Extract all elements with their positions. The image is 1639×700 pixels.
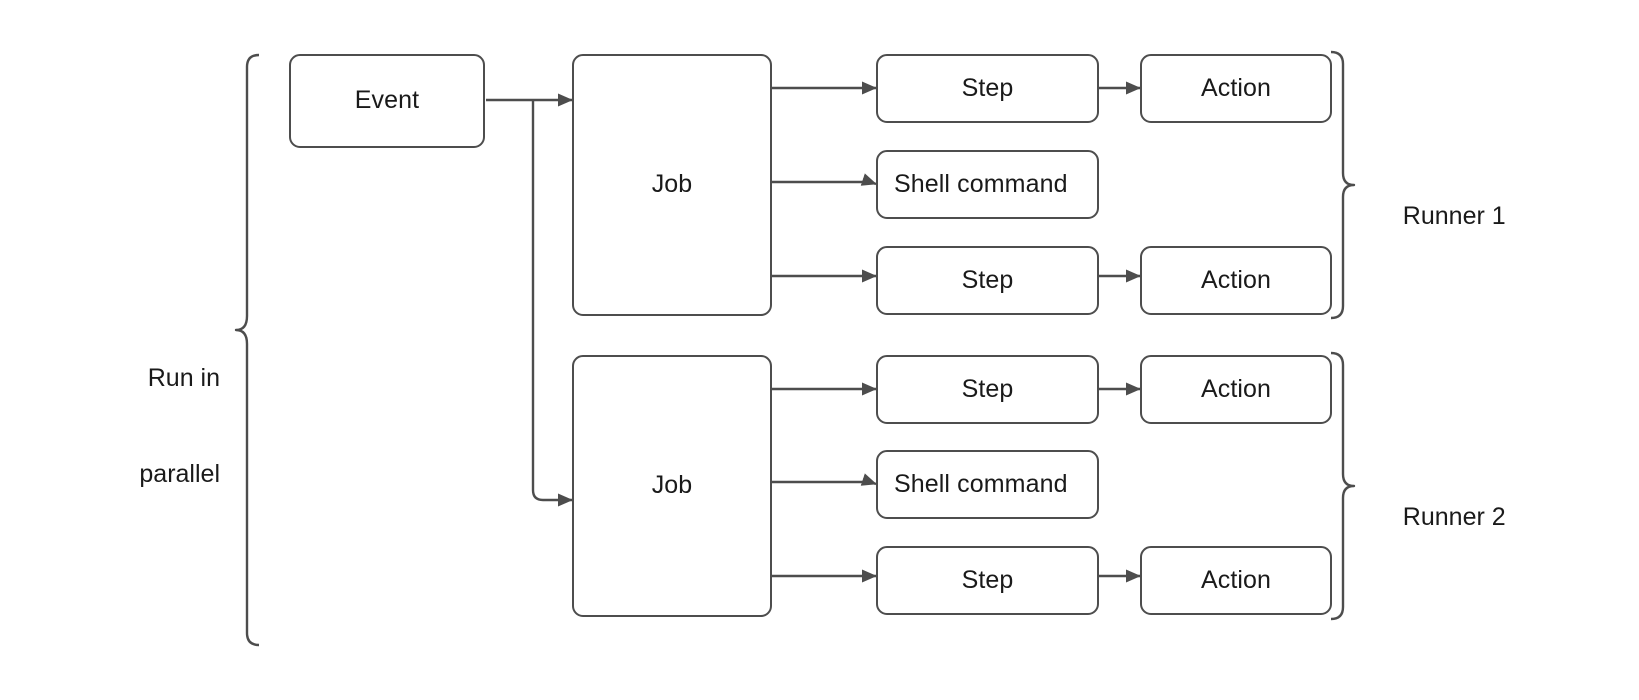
node-step-r1-2[interactable]: Step: [876, 246, 1099, 315]
node-job-runner-2[interactable]: Job: [572, 355, 772, 617]
label-runner-1-text: Runner 1: [1402, 202, 1506, 230]
label-run-in-parallel-line-2: parallel: [139, 460, 220, 488]
node-step-r2-2[interactable]: Step: [876, 546, 1099, 615]
node-job-runner-1[interactable]: Job: [572, 54, 772, 316]
node-event[interactable]: Event: [289, 54, 485, 148]
node-step-label: Step: [961, 374, 1014, 403]
label-runner-2-text: Runner 2: [1402, 503, 1506, 531]
node-shell-command-label: Shell command: [894, 469, 1068, 498]
node-action-r1-1[interactable]: Action: [1140, 54, 1332, 123]
node-action-r2-2[interactable]: Action: [1140, 546, 1332, 615]
label-runner-2: Runner 2: [1375, 469, 1506, 565]
node-step-label: Step: [961, 265, 1014, 294]
label-run-in-parallel-line-1: Run in: [147, 364, 220, 392]
node-action-label: Action: [1200, 374, 1272, 403]
node-step-r1-1[interactable]: Step: [876, 54, 1099, 123]
brace-runner-1: [1330, 50, 1356, 320]
edge-event-to-job2: [531, 100, 573, 507]
brace-runner-2: [1330, 351, 1356, 621]
node-job-label: Job: [651, 471, 693, 500]
node-step-r2-1[interactable]: Step: [876, 355, 1099, 424]
node-shell-command-r2[interactable]: Shell command: [876, 450, 1099, 519]
node-job-label: Job: [651, 170, 693, 199]
edge-job2-to-shell2: [772, 473, 877, 486]
node-step-label: Step: [961, 565, 1014, 594]
node-shell-command-r1[interactable]: Shell command: [876, 150, 1099, 219]
label-run-in-parallel: Run in parallel: [20, 298, 220, 554]
node-action-r2-1[interactable]: Action: [1140, 355, 1332, 424]
node-event-label: Event: [354, 86, 420, 115]
edge-job1-to-shell1: [772, 173, 877, 186]
node-action-r1-2[interactable]: Action: [1140, 246, 1332, 315]
node-action-label: Action: [1200, 73, 1272, 102]
brace-run-in-parallel: [234, 53, 260, 647]
node-shell-command-label: Shell command: [894, 169, 1068, 198]
label-runner-1: Runner 1: [1375, 168, 1506, 264]
node-action-label: Action: [1200, 565, 1272, 594]
node-step-label: Step: [961, 73, 1014, 102]
node-action-label: Action: [1200, 265, 1272, 294]
